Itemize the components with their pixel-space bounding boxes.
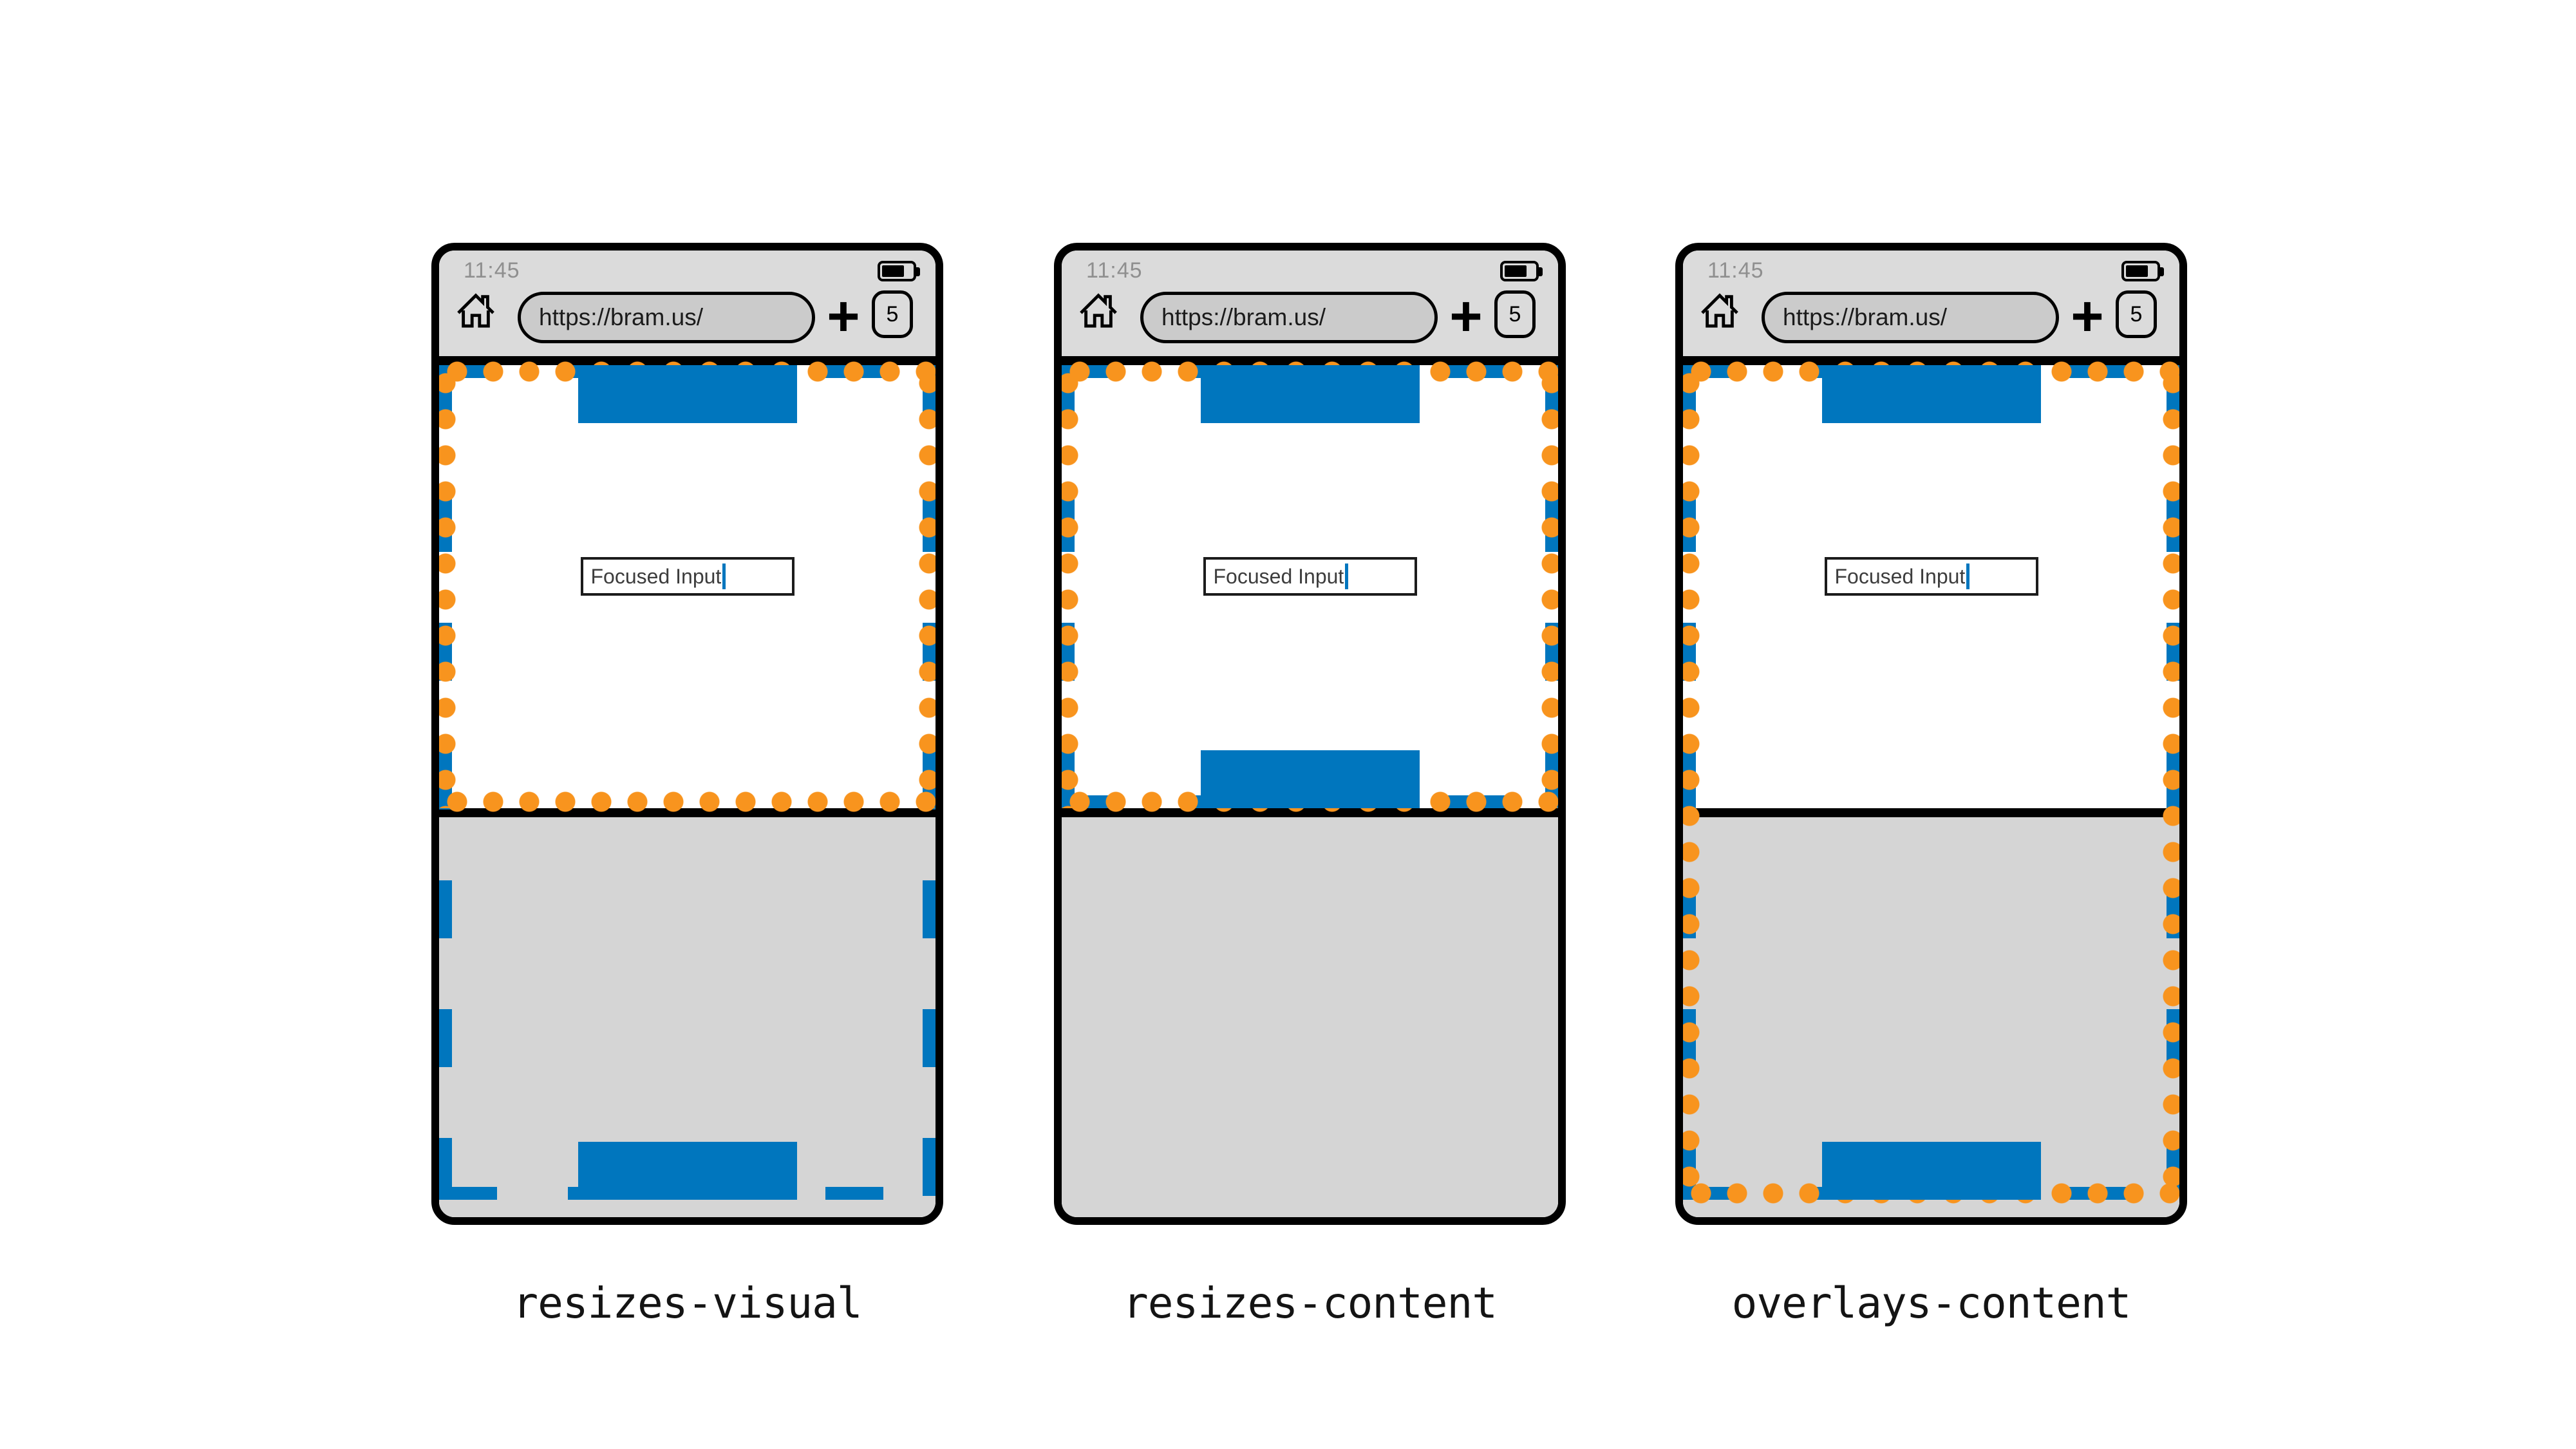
- page-footer-block: [1200, 750, 1420, 808]
- focused-input-field[interactable]: Focused Input: [1203, 557, 1417, 596]
- tab-count: 5: [886, 301, 899, 327]
- phone-mockup-resizes-content: 11:45 https://bram.us/ + 5 Focused Input: [1054, 243, 1566, 1225]
- home-icon[interactable]: [1700, 290, 1740, 330]
- battery-tip: [2160, 267, 2164, 276]
- status-time: 11:45: [1707, 258, 1764, 283]
- input-value: Focused Input: [1213, 564, 1344, 588]
- keyboard-top-edge: [1683, 808, 2179, 817]
- tab-count-button[interactable]: 5: [872, 290, 913, 338]
- new-tab-button[interactable]: +: [2071, 284, 2104, 348]
- tab-count-button[interactable]: 5: [1494, 290, 1536, 338]
- phone-mockup-resizes-visual: 11:45 https://bram.us/ + 5 Focused Input: [431, 243, 943, 1225]
- input-value: Focused Input: [1834, 564, 1966, 588]
- focused-input-field[interactable]: Focused Input: [580, 557, 794, 596]
- page-footer-block: [1821, 1142, 2041, 1200]
- battery-icon: [878, 261, 920, 281]
- mode-label-overlays-content: overlays-content: [1731, 1278, 2132, 1328]
- tab-count: 5: [1509, 301, 1521, 327]
- battery-fill: [2126, 265, 2148, 277]
- keyboard-top-edge: [1062, 808, 1558, 817]
- new-tab-button[interactable]: +: [1449, 284, 1483, 348]
- battery-tip: [916, 267, 920, 276]
- status-time: 11:45: [1086, 258, 1143, 283]
- page-header-block: [578, 365, 797, 423]
- mode-label-resizes-visual: resizes-visual: [512, 1278, 862, 1328]
- chrome-separator: [1683, 356, 2179, 365]
- battery-fill: [882, 265, 904, 277]
- browser-topbar: 11:45 https://bram.us/ + 5: [1062, 251, 1558, 356]
- battery-icon: [1500, 261, 1543, 281]
- home-icon[interactable]: [1078, 290, 1118, 330]
- page-header-block: [1821, 365, 2041, 423]
- focused-input-field[interactable]: Focused Input: [1824, 557, 2038, 596]
- mode-label-resizes-content: resizes-content: [1122, 1278, 1498, 1328]
- virtual-keyboard: [1062, 817, 1558, 1217]
- url-text: https://bram.us/: [1783, 304, 1947, 330]
- battery-tip: [1539, 267, 1543, 276]
- text-caret-icon: [1345, 564, 1349, 589]
- page-footer-block: [578, 1142, 797, 1200]
- keyboard-top-edge: [439, 808, 935, 817]
- browser-topbar: 11:45 https://bram.us/ + 5: [439, 251, 935, 356]
- status-time: 11:45: [464, 258, 520, 283]
- page-viewport-area: Focused Input: [1683, 361, 2179, 1217]
- text-caret-icon: [1966, 564, 1970, 589]
- page-viewport-area: Focused Input: [1062, 361, 1558, 1217]
- chrome-separator: [1062, 356, 1558, 365]
- phone-mockup-overlays-content: 11:45 https://bram.us/ + 5 Focused Input: [1675, 243, 2187, 1225]
- url-bar[interactable]: https://bram.us/: [518, 292, 815, 343]
- battery-fill: [1505, 265, 1527, 277]
- new-tab-button[interactable]: +: [827, 284, 860, 348]
- chrome-separator: [439, 356, 935, 365]
- input-value: Focused Input: [590, 564, 722, 588]
- tab-count: 5: [2130, 301, 2143, 327]
- url-bar[interactable]: https://bram.us/: [1140, 292, 1438, 343]
- url-text: https://bram.us/: [1161, 304, 1326, 330]
- home-icon[interactable]: [456, 290, 496, 330]
- browser-topbar: 11:45 https://bram.us/ + 5: [1683, 251, 2179, 356]
- battery-icon: [2121, 261, 2164, 281]
- page-header-block: [1200, 365, 1420, 423]
- url-bar[interactable]: https://bram.us/: [1762, 292, 2059, 343]
- text-caret-icon: [722, 564, 726, 589]
- url-text: https://bram.us/: [539, 304, 703, 330]
- tab-count-button[interactable]: 5: [2116, 290, 2157, 338]
- page-viewport-area: Focused Input: [439, 361, 935, 1217]
